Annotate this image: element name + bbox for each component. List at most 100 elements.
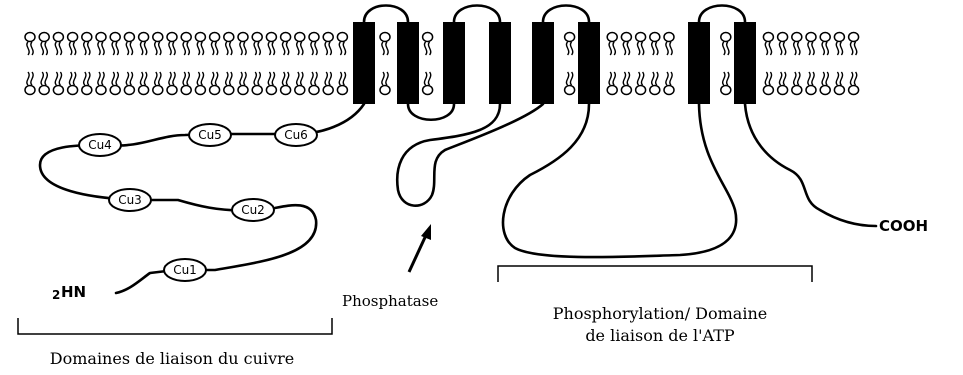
lipid-outer xyxy=(281,33,291,56)
lipid-inner xyxy=(565,72,575,95)
tm-helix-5 xyxy=(532,22,554,104)
lipid-outer xyxy=(266,33,276,56)
lipid-outer xyxy=(849,33,859,56)
lipid-outer xyxy=(252,33,262,56)
cu4-domain: Cu4 xyxy=(79,134,121,156)
lipid-inner xyxy=(621,72,631,95)
lipid-inner xyxy=(763,72,773,95)
lipid-outer xyxy=(309,33,319,56)
lipid-inner xyxy=(295,72,305,95)
lipid-outer xyxy=(664,33,674,56)
phosphorylation-bracket xyxy=(498,266,812,282)
lipid-inner xyxy=(820,72,830,95)
lipid-outer xyxy=(636,33,646,56)
lipid-inner xyxy=(224,72,234,95)
phosphorylation-label-line1: Phosphorylation/ Domaine xyxy=(553,304,767,323)
lipid-outer xyxy=(778,33,788,56)
lipid-outer xyxy=(139,33,149,56)
transmembrane-helices xyxy=(353,22,756,104)
lipid-outer xyxy=(195,33,205,56)
lipid-outer xyxy=(380,33,390,56)
lipid-outer xyxy=(650,33,660,56)
lipid-outer xyxy=(110,33,120,56)
phosphatase-arrow xyxy=(409,224,431,272)
lipid-inner xyxy=(423,72,433,95)
lipid-outer xyxy=(82,33,92,56)
copper-bracket xyxy=(18,318,332,334)
tm-helix-6 xyxy=(578,22,600,104)
c-terminus-label: COOH xyxy=(879,217,928,235)
lipid-outer xyxy=(763,33,773,56)
cu5-label: Cu5 xyxy=(198,128,222,142)
lipid-outer xyxy=(323,33,333,56)
tm-helix-1 xyxy=(353,22,375,104)
lipid-inner xyxy=(210,72,220,95)
lipid-inner xyxy=(636,72,646,95)
lipid-outer xyxy=(423,33,433,56)
lipid-outer xyxy=(806,33,816,56)
lipid-outer xyxy=(607,33,617,56)
lipid-inner xyxy=(139,72,149,95)
lipid-inner xyxy=(834,72,844,95)
cu1-label: Cu1 xyxy=(173,263,197,277)
tm-helix-4 xyxy=(489,22,511,104)
lipid-inner xyxy=(195,72,205,95)
cu2-domain: Cu2 xyxy=(232,199,274,221)
lipid-outer xyxy=(96,33,106,56)
lipid-outer xyxy=(820,33,830,56)
lipid-outer xyxy=(238,33,248,56)
lipid-outer xyxy=(181,33,191,56)
cu6-label: Cu6 xyxy=(284,128,308,142)
lipid-outer xyxy=(39,33,49,56)
lipid-inner xyxy=(153,72,163,95)
lipid-inner xyxy=(607,72,617,95)
cu3-domain: Cu3 xyxy=(109,189,151,211)
cu6-domain: Cu6 xyxy=(275,124,317,146)
phosphatase-label: Phosphatase xyxy=(342,292,438,310)
lipid-outer xyxy=(124,33,134,56)
cu3-label: Cu3 xyxy=(118,193,142,207)
copper-domains: Cu4 Cu5 Cu6 Cu3 Cu2 Cu1 xyxy=(79,124,317,281)
lipid-outer xyxy=(337,33,347,56)
lipid-outer xyxy=(792,33,802,56)
lipid-inner xyxy=(323,72,333,95)
lipid-outer xyxy=(167,33,177,56)
tm-helix-7 xyxy=(688,22,710,104)
lipid-outer xyxy=(621,33,631,56)
lipid-outer xyxy=(210,33,220,56)
tm-helix-8 xyxy=(734,22,756,104)
lipid-inner xyxy=(778,72,788,95)
n-terminus: 2 HN xyxy=(52,283,86,302)
tm-helix-3 xyxy=(443,22,465,104)
lipid-inner xyxy=(792,72,802,95)
cu2-label: Cu2 xyxy=(241,203,265,217)
cu4-label: Cu4 xyxy=(88,138,112,152)
lipid-outer xyxy=(834,33,844,56)
lipid-inner xyxy=(252,72,262,95)
lipid-outer xyxy=(565,33,575,56)
lipid-inner xyxy=(380,72,390,95)
lipid-inner xyxy=(309,72,319,95)
lipid-inner xyxy=(664,72,674,95)
phosphorylation-label-line2: de liaison de l'ATP xyxy=(585,326,735,345)
lipid-inner xyxy=(167,72,177,95)
lipid-inner xyxy=(25,72,35,95)
lipid-outer xyxy=(295,33,305,56)
lipid-inner xyxy=(238,72,248,95)
lipid-inner xyxy=(181,72,191,95)
extracellular-loops xyxy=(364,6,745,23)
lipid-inner xyxy=(68,72,78,95)
lipid-outer xyxy=(153,33,163,56)
tm-helix-2 xyxy=(397,22,419,104)
lipid-inner xyxy=(82,72,92,95)
lipid-inner xyxy=(337,72,347,95)
lipid-inner xyxy=(124,72,134,95)
lipid-outer xyxy=(721,33,731,56)
lipid-inner xyxy=(96,72,106,95)
lipid-inner xyxy=(806,72,816,95)
lipid-inner xyxy=(721,72,731,95)
lipid-outer xyxy=(53,33,63,56)
cu5-domain: Cu5 xyxy=(189,124,231,146)
lipid-inner xyxy=(281,72,291,95)
